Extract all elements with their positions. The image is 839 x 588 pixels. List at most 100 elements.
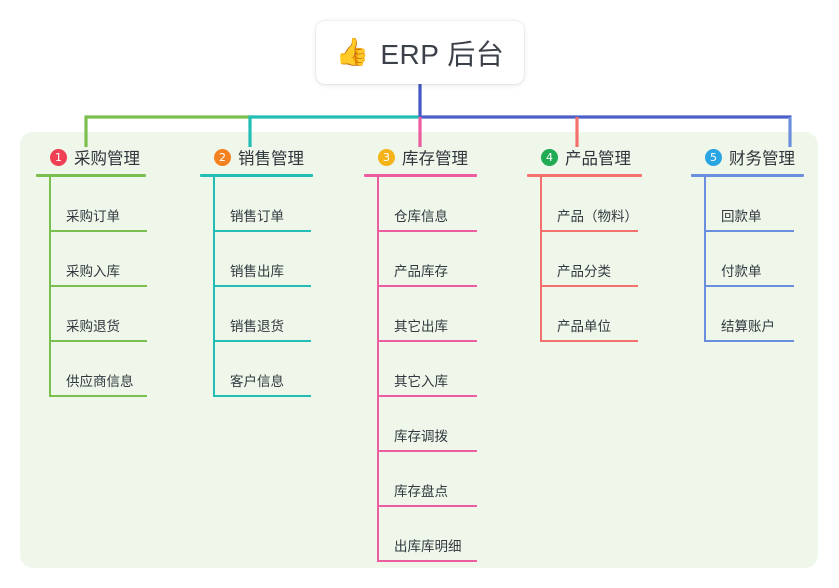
root-node-content: 👍 ERP 后台 [336, 33, 504, 73]
leaf-node[interactable]: 结算账户 [704, 287, 794, 342]
leaf-node[interactable]: 其它出库 [377, 287, 477, 342]
leaf-node[interactable]: 出库库明细 [377, 507, 477, 562]
leaf-node[interactable]: 销售退货 [213, 287, 311, 342]
branch-title: 销售管理 [238, 150, 304, 168]
branch-header-rule [691, 174, 804, 177]
branch-leaf-area: 销售订单销售出库销售退货客户信息 [200, 177, 313, 397]
leaf-label: 产品库存 [394, 264, 448, 279]
branch-badge-icon: 2 [214, 148, 231, 166]
branch-header-rule [527, 174, 642, 177]
leaf-rule [377, 285, 477, 287]
leaf-node[interactable]: 产品（物料） [540, 177, 638, 232]
leaf-rule [704, 230, 794, 232]
thumbs-up-icon: 👍 [335, 37, 370, 68]
leaf-label: 客户信息 [230, 374, 284, 389]
leaf-rule [540, 340, 638, 342]
branch-column: 4 产品管理产品（物料） 产品分类产品单位 [527, 145, 642, 342]
branch-column: 5 财务管理回款单付款单结算账户 [691, 145, 804, 342]
leaf-label: 采购订单 [66, 209, 120, 224]
leaf-node[interactable]: 库存盘点 [377, 452, 477, 507]
branch-title: 库存管理 [402, 150, 468, 168]
root-node[interactable]: 👍 ERP 后台 [316, 21, 524, 84]
branch-leaf-area: 采购订单采购入库采购退货供应商信息 [36, 177, 147, 397]
leaf-label: 其它出库 [394, 319, 448, 334]
branch-leaf-area: 回款单付款单结算账户 [691, 177, 804, 342]
leaf-node[interactable]: 产品分类 [540, 232, 638, 287]
branch-header-rule [36, 174, 146, 177]
leaf-node[interactable]: 采购退货 [49, 287, 147, 342]
branch-header-5[interactable]: 5 财务管理 [691, 145, 804, 169]
branch-badge-icon: 5 [705, 148, 722, 166]
leaf-label: 销售退货 [230, 319, 284, 334]
leaf-rule [377, 505, 477, 507]
leaf-node[interactable]: 库存调拨 [377, 397, 477, 452]
branch-header-3[interactable]: 3 库存管理 [364, 145, 477, 169]
leaf-label: 付款单 [721, 264, 762, 279]
branch-badge-icon: 3 [378, 148, 395, 166]
leaf-rule [49, 340, 147, 342]
leaf-label: 仓库信息 [394, 209, 448, 224]
root-title: ERP 后台 [380, 38, 505, 70]
leaf-label: 采购退货 [66, 319, 120, 334]
leaf-rule [704, 340, 794, 342]
branch-trunk-line [213, 177, 215, 397]
branch-trunk-line [704, 177, 706, 342]
leaf-node[interactable]: 付款单 [704, 232, 794, 287]
leaf-rule [377, 560, 477, 562]
leaf-node[interactable]: 采购入库 [49, 232, 147, 287]
branch-title: 产品管理 [565, 150, 631, 168]
branch-title: 财务管理 [729, 150, 795, 168]
leaf-node[interactable]: 产品单位 [540, 287, 638, 342]
branch-leaf-area: 产品（物料） 产品分类产品单位 [527, 177, 642, 342]
branch-leaf-area: 仓库信息产品库存其它出库其它入库库存调拨库存盘点出库库明细 [364, 177, 477, 562]
branch-trunk-line [540, 177, 542, 342]
leaf-node[interactable]: 销售出库 [213, 232, 311, 287]
branch-column: 2 销售管理销售订单销售出库销售退货客户信息 [200, 145, 313, 397]
branch-trunk-line [377, 177, 379, 562]
leaf-label: 销售出库 [230, 264, 284, 279]
leaf-node[interactable]: 仓库信息 [377, 177, 477, 232]
branch-header-4[interactable]: 4 产品管理 [527, 145, 642, 169]
branch-trunk-line [49, 177, 51, 397]
leaf-label: 产品单位 [557, 319, 611, 334]
leaf-label: 产品分类 [557, 264, 611, 279]
leaf-node[interactable]: 客户信息 [213, 342, 311, 397]
leaf-rule [49, 395, 147, 397]
leaf-label: 回款单 [721, 209, 762, 224]
leaf-label: 采购入库 [66, 264, 120, 279]
leaf-node[interactable]: 销售订单 [213, 177, 311, 232]
leaf-rule [377, 450, 477, 452]
leaf-label: 库存盘点 [394, 484, 448, 499]
leaf-rule [49, 230, 147, 232]
leaf-rule [704, 285, 794, 287]
leaf-node[interactable]: 供应商信息 [49, 342, 147, 397]
leaf-node[interactable]: 其它入库 [377, 342, 477, 397]
diagram-background-panel [20, 132, 818, 568]
leaf-rule [377, 340, 477, 342]
branch-header-rule [364, 174, 477, 177]
leaf-label: 出库库明细 [394, 539, 462, 554]
leaf-node[interactable]: 产品库存 [377, 232, 477, 287]
branch-title: 采购管理 [74, 150, 140, 168]
branch-header-rule [200, 174, 313, 177]
leaf-label: 供应商信息 [66, 374, 134, 389]
leaf-rule [377, 395, 477, 397]
leaf-rule [540, 285, 638, 287]
leaf-rule [377, 230, 477, 232]
leaf-rule [540, 230, 638, 232]
leaf-label: 结算账户 [721, 319, 775, 334]
branch-column: 3 库存管理仓库信息产品库存其它出库其它入库库存调拨库存盘点出库库明细 [364, 145, 477, 562]
branch-header-2[interactable]: 2 销售管理 [200, 145, 313, 169]
leaf-rule [213, 285, 311, 287]
leaf-node[interactable]: 采购订单 [49, 177, 147, 232]
leaf-rule [213, 395, 311, 397]
leaf-rule [213, 230, 311, 232]
leaf-label: 销售订单 [230, 209, 284, 224]
leaf-node[interactable]: 回款单 [704, 177, 794, 232]
leaf-label: 其它入库 [394, 374, 448, 389]
branch-badge-icon: 4 [541, 148, 558, 166]
leaf-label: 库存调拨 [394, 429, 448, 444]
